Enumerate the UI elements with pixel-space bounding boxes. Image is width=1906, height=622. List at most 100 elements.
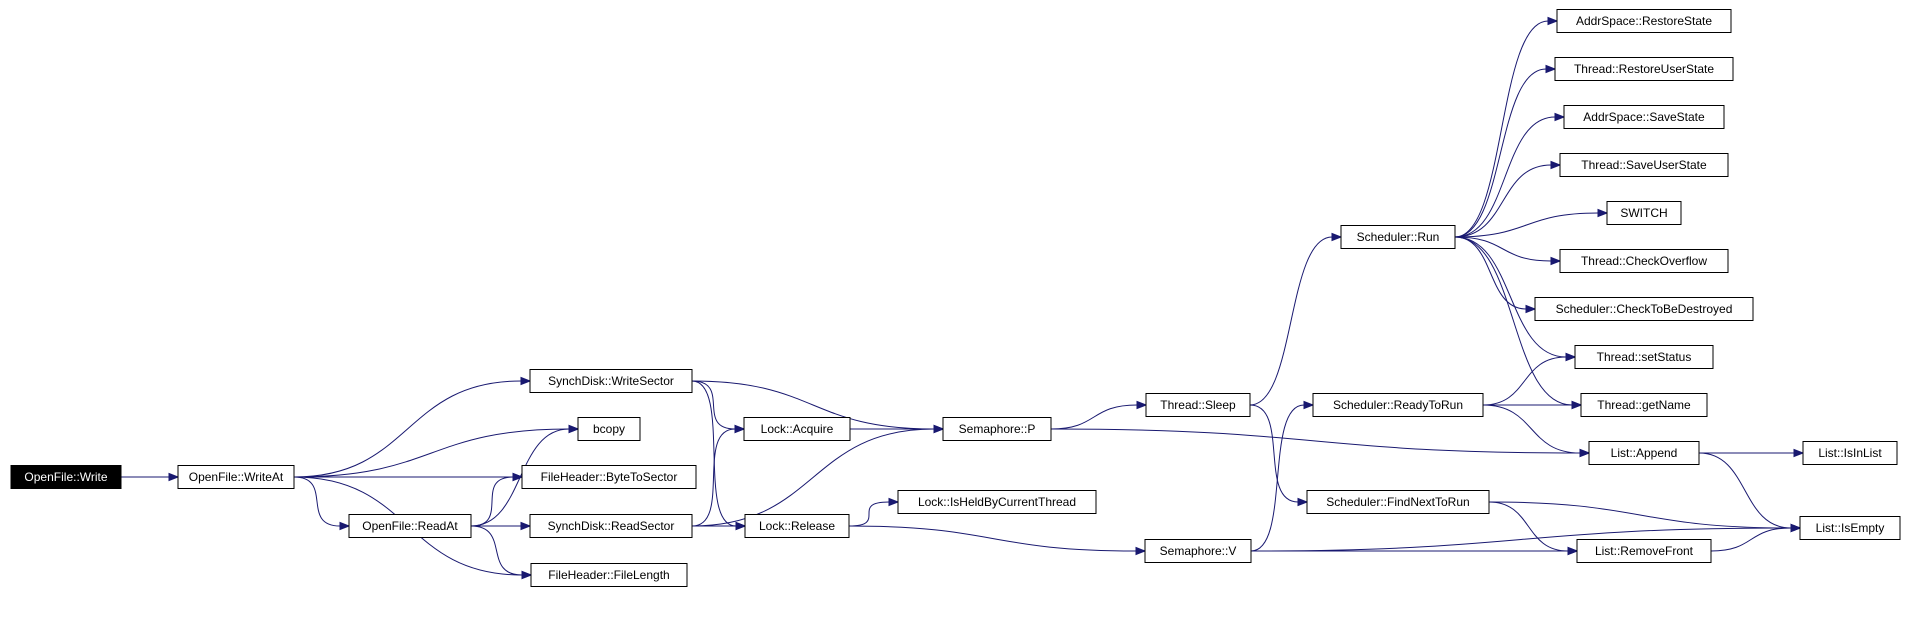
node-label: FileHeader::FileLength [548, 568, 669, 582]
node-box[interactable] [1312, 393, 1484, 417]
node-box[interactable] [1802, 441, 1898, 465]
node-box[interactable] [1588, 441, 1700, 465]
edge-scheduler_run-to-thread_saveuserstate [1454, 164, 1552, 238]
node-box[interactable] [348, 514, 472, 538]
node-bcopy[interactable]: bcopy [577, 417, 641, 441]
node-label: SWITCH [1620, 206, 1667, 220]
node-label: SynchDisk::ReadSector [548, 519, 675, 533]
node-box[interactable] [1340, 225, 1456, 249]
node-thread-getname[interactable]: Thread::getName [1580, 393, 1708, 417]
node-scheduler-checktobedestroyed[interactable]: Scheduler::CheckToBeDestroyed [1534, 297, 1754, 321]
edge-semaphore_p-to-thread_sleep [1050, 404, 1138, 430]
node-box[interactable] [529, 514, 693, 538]
node-thread-checkoverflow[interactable]: Thread::CheckOverflow [1559, 249, 1729, 273]
node-box[interactable] [577, 417, 641, 441]
arrowhead-semaphore_v-to-scheduler_readytorun [1303, 400, 1315, 410]
node-label: Scheduler::Run [1357, 230, 1440, 244]
edge-scheduler_run-to-thread_checkoverflow [1454, 236, 1552, 262]
edge-semaphore_p-to-list_append [1050, 428, 1581, 454]
node-box[interactable] [177, 465, 295, 489]
node-thread-sleep[interactable]: Thread::Sleep [1145, 393, 1251, 417]
node-box[interactable] [1556, 9, 1732, 33]
edge-list_removefront-to-list_isempty [1710, 527, 1792, 552]
node-box[interactable] [529, 369, 693, 393]
node-list-removefront[interactable]: List::RemoveFront [1576, 539, 1712, 563]
node-box[interactable] [521, 465, 697, 489]
node-box[interactable] [744, 514, 850, 538]
node-box[interactable] [1144, 539, 1252, 563]
node-label: bcopy [593, 422, 625, 436]
node-thread-setstatus[interactable]: Thread::setStatus [1574, 345, 1714, 369]
node-box[interactable] [1799, 516, 1901, 540]
node-list-isempty[interactable]: List::IsEmpty [1799, 516, 1901, 540]
node-switch[interactable]: SWITCH [1606, 201, 1682, 225]
arrowhead-thread_sleep-to-scheduler_run [1331, 232, 1343, 242]
node-lock-acquire[interactable]: Lock::Acquire [743, 417, 851, 441]
node-scheduler-run[interactable]: Scheduler::Run [1340, 225, 1456, 249]
node-thread-saveuserstate[interactable]: Thread::SaveUserState [1559, 153, 1729, 177]
arrowhead-synchdisk_readsector-to-lock_acquire [734, 424, 746, 434]
node-synchdisk-readsector[interactable]: SynchDisk::ReadSector [529, 514, 693, 538]
node-label: Scheduler::ReadyToRun [1333, 398, 1463, 412]
node-label: Thread::getName [1597, 398, 1691, 412]
edge-scheduler_run-to-addrspace_restorestate [1454, 20, 1549, 238]
node-scheduler-readytorun[interactable]: Scheduler::ReadyToRun [1312, 393, 1484, 417]
node-thread-restoreuserstate[interactable]: Thread::RestoreUserState [1554, 57, 1734, 81]
node-box[interactable] [743, 417, 851, 441]
node-box[interactable] [1534, 297, 1754, 321]
node-label: Scheduler::FindNextToRun [1326, 495, 1469, 509]
node-lock-release[interactable]: Lock::Release [744, 514, 850, 538]
edge-scheduler_run-to-thread_restoreuserstate [1454, 68, 1547, 238]
node-semaphore-v[interactable]: Semaphore::V [1144, 539, 1252, 563]
edges-layer [121, 16, 1805, 580]
node-openfile-readat[interactable]: OpenFile::ReadAt [348, 514, 472, 538]
node-label: Thread::CheckOverflow [1581, 254, 1707, 268]
node-label: List::RemoveFront [1595, 544, 1694, 558]
node-openfile-writeat[interactable]: OpenFile::WriteAt [177, 465, 295, 489]
arrowhead-list_removefront-to-list_isempty [1790, 523, 1802, 533]
node-fileheader-bytetosector[interactable]: FileHeader::ByteToSector [521, 465, 697, 489]
node-addrspace-savestate[interactable]: AddrSpace::SaveState [1563, 105, 1725, 129]
node-box[interactable] [1606, 201, 1682, 225]
node-box[interactable] [530, 563, 688, 587]
node-semaphore-p[interactable]: Semaphore::P [942, 417, 1052, 441]
node-label: Thread::SaveUserState [1581, 158, 1707, 172]
node-label: OpenFile::WriteAt [189, 470, 284, 484]
arrowhead-scheduler_run-to-scheduler_checktobedestroyed [1525, 304, 1537, 314]
edge-synchdisk_readsector-to-semaphore_p [691, 428, 935, 527]
node-box[interactable] [897, 490, 1097, 514]
node-box[interactable] [1306, 490, 1490, 514]
node-label: FileHeader::ByteToSector [541, 470, 678, 484]
node-box[interactable] [1554, 57, 1734, 81]
arrowhead-openfile_readat-to-fileheader_bytetosector [512, 472, 524, 482]
node-box[interactable] [1574, 345, 1714, 369]
node-synchdisk-writesector[interactable]: SynchDisk::WriteSector [529, 369, 693, 393]
node-fileheader-filelength[interactable]: FileHeader::FileLength [530, 563, 688, 587]
node-lock-isheldbycurrentthread[interactable]: Lock::IsHeldByCurrentThread [897, 490, 1097, 514]
node-label: Lock::Release [759, 519, 835, 533]
node-addrspace-restorestate[interactable]: AddrSpace::RestoreState [1556, 9, 1732, 33]
edge-openfile_writeat-to-openfile_readat [293, 476, 341, 527]
node-box[interactable] [1580, 393, 1708, 417]
edge-scheduler_findnexttorun-to-list_isempty [1488, 501, 1792, 529]
node-box[interactable] [942, 417, 1052, 441]
edge-synchdisk_writesector-to-lock_acquire [691, 380, 736, 430]
node-box[interactable] [10, 465, 122, 489]
node-scheduler-findnexttorun[interactable]: Scheduler::FindNextToRun [1306, 490, 1490, 514]
node-openfile-write[interactable]: OpenFile::Write [10, 465, 122, 489]
edge-synchdisk_writesector-to-lock_release [691, 380, 737, 527]
node-box[interactable] [1559, 249, 1729, 273]
node-list-append[interactable]: List::Append [1588, 441, 1700, 465]
node-box[interactable] [1559, 153, 1729, 177]
arrowhead-scheduler_run-to-thread_restoreuserstate [1545, 64, 1557, 74]
arrowhead-scheduler_run-to-addrspace_restorestate [1547, 16, 1559, 26]
node-list-isinlist[interactable]: List::IsInList [1802, 441, 1898, 465]
node-box[interactable] [1145, 393, 1251, 417]
edge-scheduler_run-to-addrspace_savestate [1454, 116, 1556, 238]
node-box[interactable] [1576, 539, 1712, 563]
edge-thread_sleep-to-scheduler_findnexttorun [1249, 404, 1299, 503]
node-box[interactable] [1563, 105, 1725, 129]
arrowhead-thread_sleep-to-scheduler_findnexttorun [1297, 497, 1309, 507]
